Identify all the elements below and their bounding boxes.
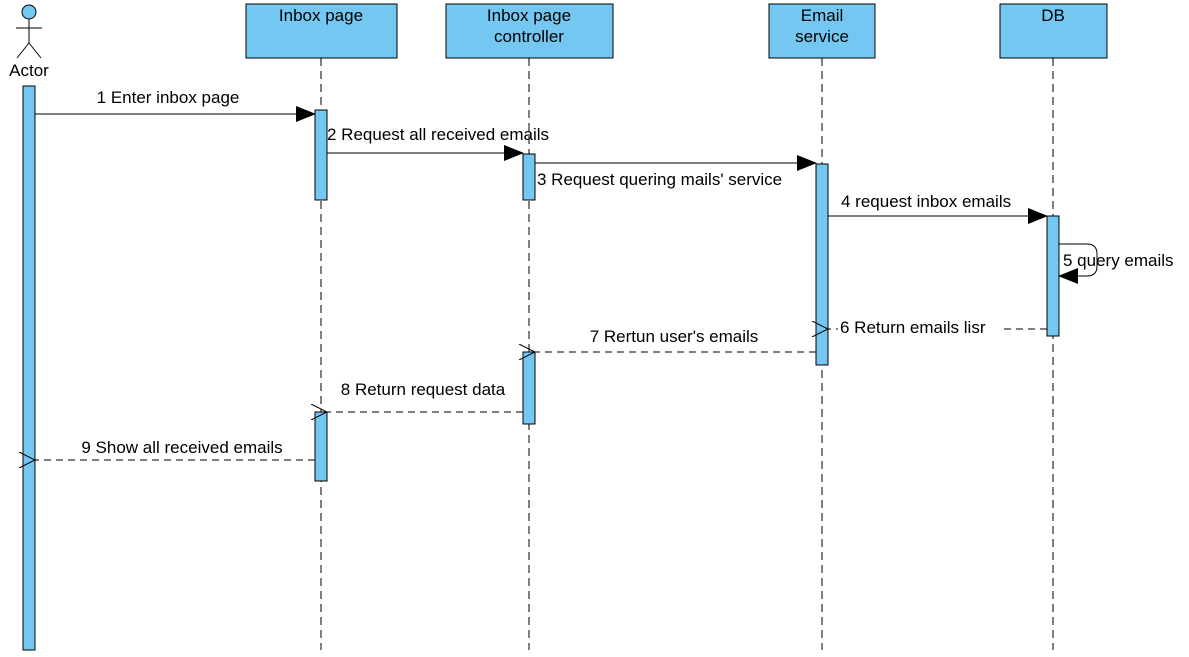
activation-controller-1: [522, 153, 536, 201]
lifeline-inbox-page[interactable]: Inbox page: [245, 3, 398, 650]
message-7[interactable]: 7 Rertun user's emails: [535, 327, 816, 352]
message-8[interactable]: 8 Return request data: [327, 380, 523, 412]
message-6[interactable]: 6 Return emails lisr: [828, 317, 1047, 337]
actor-right-leg: [28, 42, 42, 59]
message-4[interactable]: 4 request inbox emails: [828, 192, 1048, 224]
lifeline-email-service[interactable]: Email service: [768, 3, 876, 650]
activation-db-1: [1046, 215, 1060, 337]
message-1[interactable]: 1 Enter inbox page: [35, 88, 316, 122]
lifeline-db-header: [999, 3, 1108, 59]
actor-label: Actor: [9, 61, 49, 80]
message-1-label: 1 Enter inbox page: [97, 88, 240, 107]
lifeline-email-service-label-line2: service: [795, 27, 849, 46]
activation-email-service-1: [815, 163, 829, 366]
lifeline-inbox-page-label: Inbox page: [279, 6, 363, 25]
message-5[interactable]: 5 query emails: [1058, 243, 1174, 284]
message-6-label-bg: [838, 317, 1002, 337]
actor-left-leg: [16, 42, 30, 59]
lifeline-email-service-label-line1: Email: [801, 6, 844, 25]
message-2[interactable]: 2 Request all received emails: [327, 125, 549, 161]
message-7-label: 7 Rertun user's emails: [590, 327, 759, 346]
lifeline-inbox-page-header: [245, 3, 398, 59]
activation-controller-2: [522, 351, 536, 425]
message-2-label: 2 Request all received emails: [327, 125, 549, 144]
message-4-label: 4 request inbox emails: [841, 192, 1011, 211]
lifeline-db[interactable]: DB: [999, 3, 1108, 650]
lifeline-controller[interactable]: Inbox page controller: [445, 3, 614, 650]
actor-head-icon: [21, 4, 37, 20]
message-9[interactable]: 9 Show all received emails: [35, 438, 315, 460]
message-5-arrow: [1058, 243, 1098, 284]
lifeline-controller-header: [445, 3, 614, 59]
lifeline-controller-label-line1: Inbox page: [487, 6, 571, 25]
lifeline-db-label: DB: [1041, 6, 1065, 25]
message-9-label: 9 Show all received emails: [81, 438, 282, 457]
actor[interactable]: Actor: [9, 4, 49, 80]
lifeline-email-service-header: [768, 3, 876, 59]
message-3-label: 3 Request quering mails' service: [537, 170, 782, 189]
message-5-label: 5 query emails: [1063, 251, 1174, 270]
message-3[interactable]: 3 Request quering mails' service: [535, 155, 817, 189]
actor-activation-bar: [22, 85, 36, 651]
message-8-label: 8 Return request data: [341, 380, 506, 399]
lifeline-controller-label-line2: controller: [494, 27, 564, 46]
activation-inbox-page-1: [314, 109, 328, 201]
activation-inbox-page-2: [314, 411, 328, 482]
message-6-label: 6 Return emails lisr: [840, 318, 986, 337]
